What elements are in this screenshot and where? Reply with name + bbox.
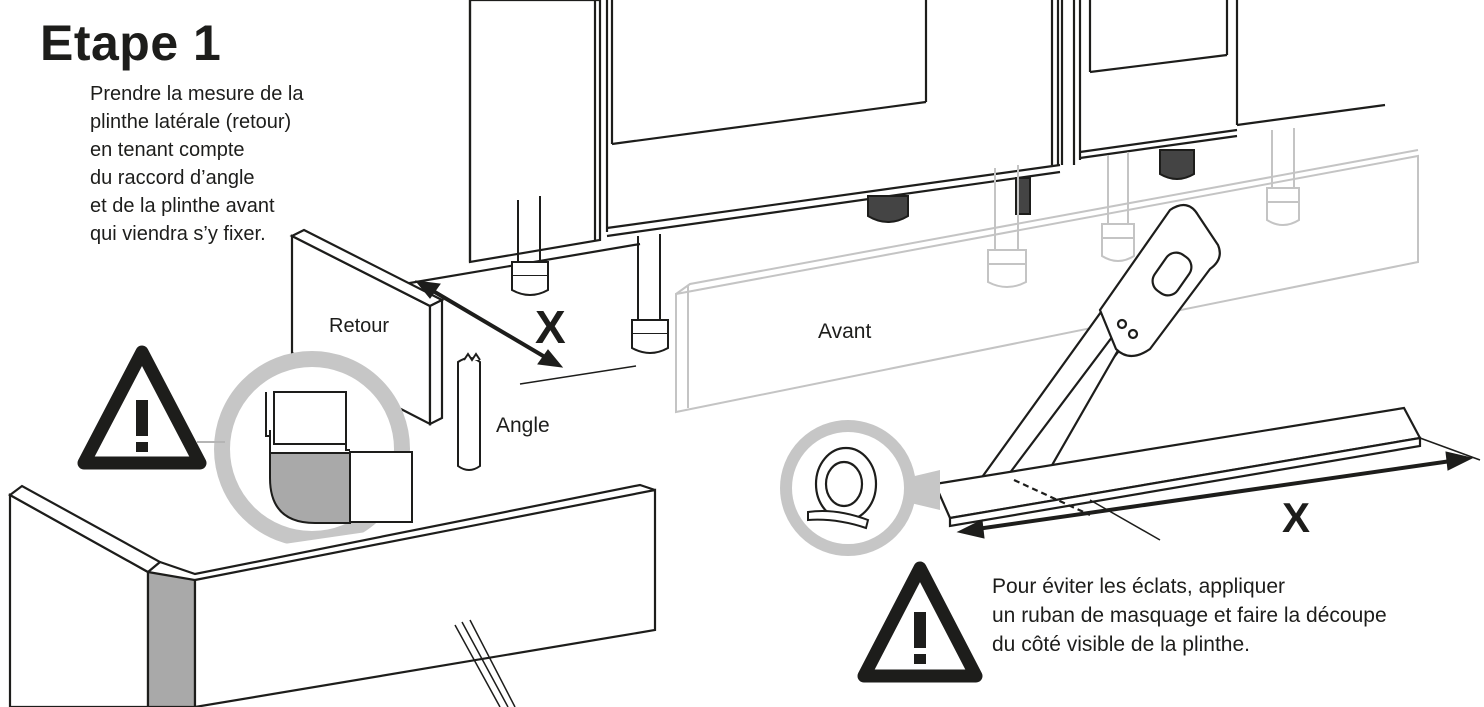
- intro-line: qui viendra s’y fixer.: [90, 223, 266, 245]
- intro-line: et de la plinthe avant: [90, 195, 275, 217]
- measure-x-cut-arrow: [956, 437, 1481, 539]
- magnifier-detail: [197, 351, 413, 547]
- intro-line: en tenant compte: [90, 139, 245, 161]
- angle-label: Angle: [496, 414, 550, 437]
- plinth-corner-assembly: [7, 483, 657, 707]
- measure-x-arrow: [414, 280, 637, 385]
- masking-tape-icon: [780, 420, 940, 556]
- warning-triangle-icon: [77, 345, 207, 470]
- warning-note-line: un ruban de masquage et faire la découpe: [992, 604, 1387, 627]
- saw-icon: [978, 203, 1221, 488]
- warning-note-line: du côté visible de la plinthe.: [992, 633, 1250, 656]
- angle-connector: [457, 352, 481, 471]
- cabinets: [397, 0, 1386, 287]
- intro-line: plinthe latérale (retour): [90, 111, 292, 133]
- avant-label: Avant: [818, 320, 872, 343]
- warning-note: Pour éviter les éclats, appliquer un rub…: [992, 572, 1472, 659]
- retour-board: [289, 228, 445, 426]
- warning-note-line: Pour éviter les éclats, appliquer: [992, 575, 1285, 598]
- measure-x-cut-label: X: [1282, 494, 1311, 541]
- step-title: Etape 1: [40, 15, 222, 71]
- intro-line: Prendre la mesure de la: [90, 83, 304, 105]
- cabinet-legs: [511, 149, 1195, 354]
- warning-triangle-icon-cut: [857, 561, 983, 683]
- intro-line: du raccord d’angle: [90, 167, 255, 189]
- faded-parts: [675, 128, 1419, 414]
- retour-label: Retour: [329, 315, 390, 337]
- intro-text: Prendre la mesure de la plinthe latérale…: [90, 80, 350, 248]
- measure-x-label: X: [535, 301, 566, 353]
